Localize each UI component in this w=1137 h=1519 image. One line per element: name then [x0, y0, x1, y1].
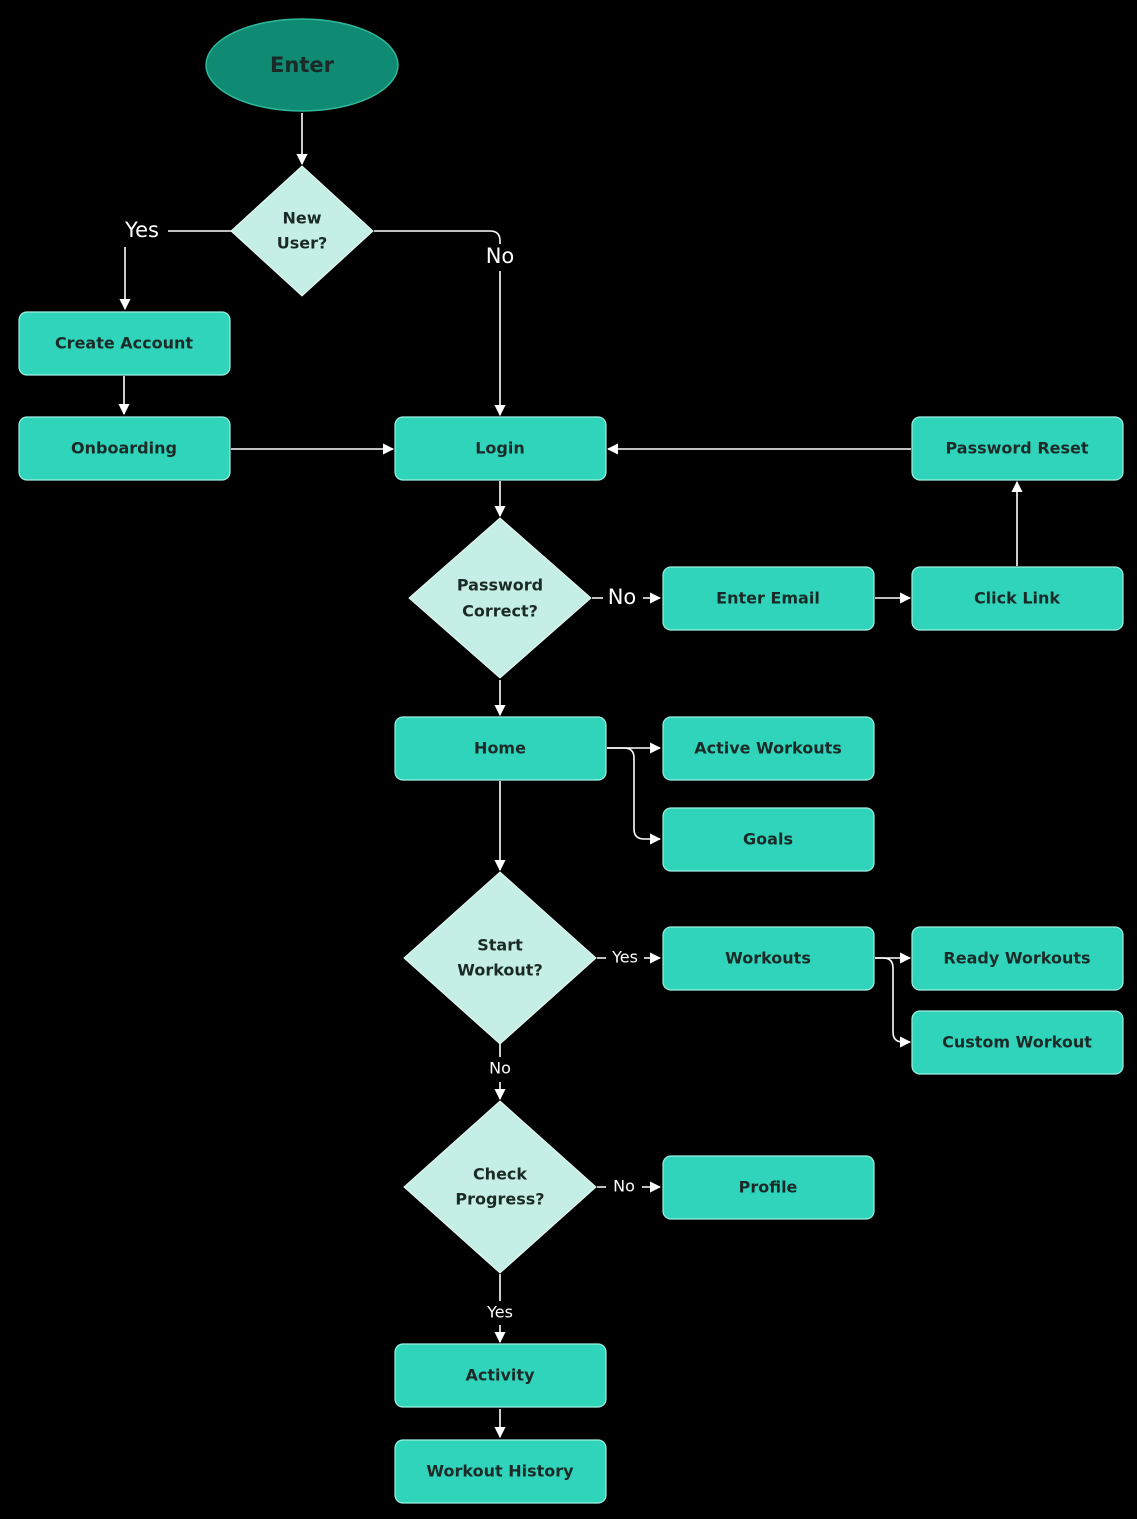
workout-history-box: Workout History	[394, 1439, 607, 1504]
goals-label: Goals	[743, 830, 793, 849]
custom-workout-label: Custom Workout	[942, 1033, 1092, 1052]
workouts-label: Workouts	[725, 949, 811, 968]
ready-workouts-box: Ready Workouts	[911, 926, 1124, 991]
create-account-box: Create Account	[18, 311, 231, 376]
enter-email-label: Enter Email	[716, 589, 820, 608]
goals-box: Goals	[662, 807, 875, 872]
ready-workouts-label: Ready Workouts	[943, 949, 1090, 968]
edge-label-check-progress-yes: Yes	[486, 1303, 513, 1322]
new-user-label-line2: User?	[277, 234, 328, 253]
connector-home-goals	[607, 747, 662, 845]
edge-label-start-workout-yes: Yes	[611, 948, 638, 967]
check-progress-label-line2: Progress?	[455, 1190, 544, 1209]
click-link-box: Click Link	[911, 566, 1124, 631]
password-correct-label-line2: Correct?	[462, 602, 538, 621]
profile-box: Profile	[662, 1155, 875, 1220]
onboarding-label: Onboarding	[71, 439, 177, 458]
edge-label-start-workout-no: No	[489, 1059, 511, 1078]
profile-label: Profile	[739, 1178, 798, 1197]
activity-label: Activity	[466, 1366, 536, 1385]
password-reset-label: Password Reset	[945, 439, 1088, 458]
home-label: Home	[474, 739, 526, 758]
custom-workout-box: Custom Workout	[911, 1010, 1124, 1075]
edge-label-check-progress-no: No	[613, 1177, 635, 1196]
password-correct-label-line1: Password	[457, 576, 543, 595]
password-correct-decision: Password Correct?	[408, 517, 592, 679]
click-link-label: Click Link	[974, 589, 1060, 608]
start-workout-decision: Start Workout?	[403, 871, 597, 1045]
home-box: Home	[394, 716, 607, 781]
create-account-label: Create Account	[55, 334, 193, 353]
edge-label-new-user-yes: Yes	[124, 218, 159, 242]
enter-email-box: Enter Email	[662, 566, 875, 631]
onboarding-box: Onboarding	[18, 416, 231, 481]
start-workout-label-line1: Start	[477, 936, 523, 955]
start-workout-label-line2: Workout?	[457, 961, 542, 980]
workout-history-label: Workout History	[426, 1462, 574, 1481]
check-progress-label-line1: Check	[473, 1165, 527, 1184]
connector-newuser-yes	[125, 230, 232, 309]
enter-label: Enter	[270, 53, 335, 77]
new-user-label-line1: New	[282, 209, 321, 228]
connector-newuser-no	[374, 230, 500, 415]
edge-label-password-no: No	[608, 585, 637, 609]
enter-node: Enter	[205, 18, 399, 112]
password-reset-box: Password Reset	[911, 416, 1124, 481]
activity-box: Activity	[394, 1343, 607, 1408]
connector-workouts-custom	[875, 957, 912, 1048]
active-workouts-label: Active Workouts	[694, 739, 842, 758]
new-user-decision: New User?	[230, 165, 374, 297]
login-label: Login	[475, 439, 525, 458]
edge-label-new-user-no: No	[486, 244, 515, 268]
check-progress-decision: Check Progress?	[403, 1100, 597, 1274]
active-workouts-box: Active Workouts	[662, 716, 875, 781]
workouts-box: Workouts	[662, 926, 875, 991]
login-box: Login	[394, 416, 607, 481]
